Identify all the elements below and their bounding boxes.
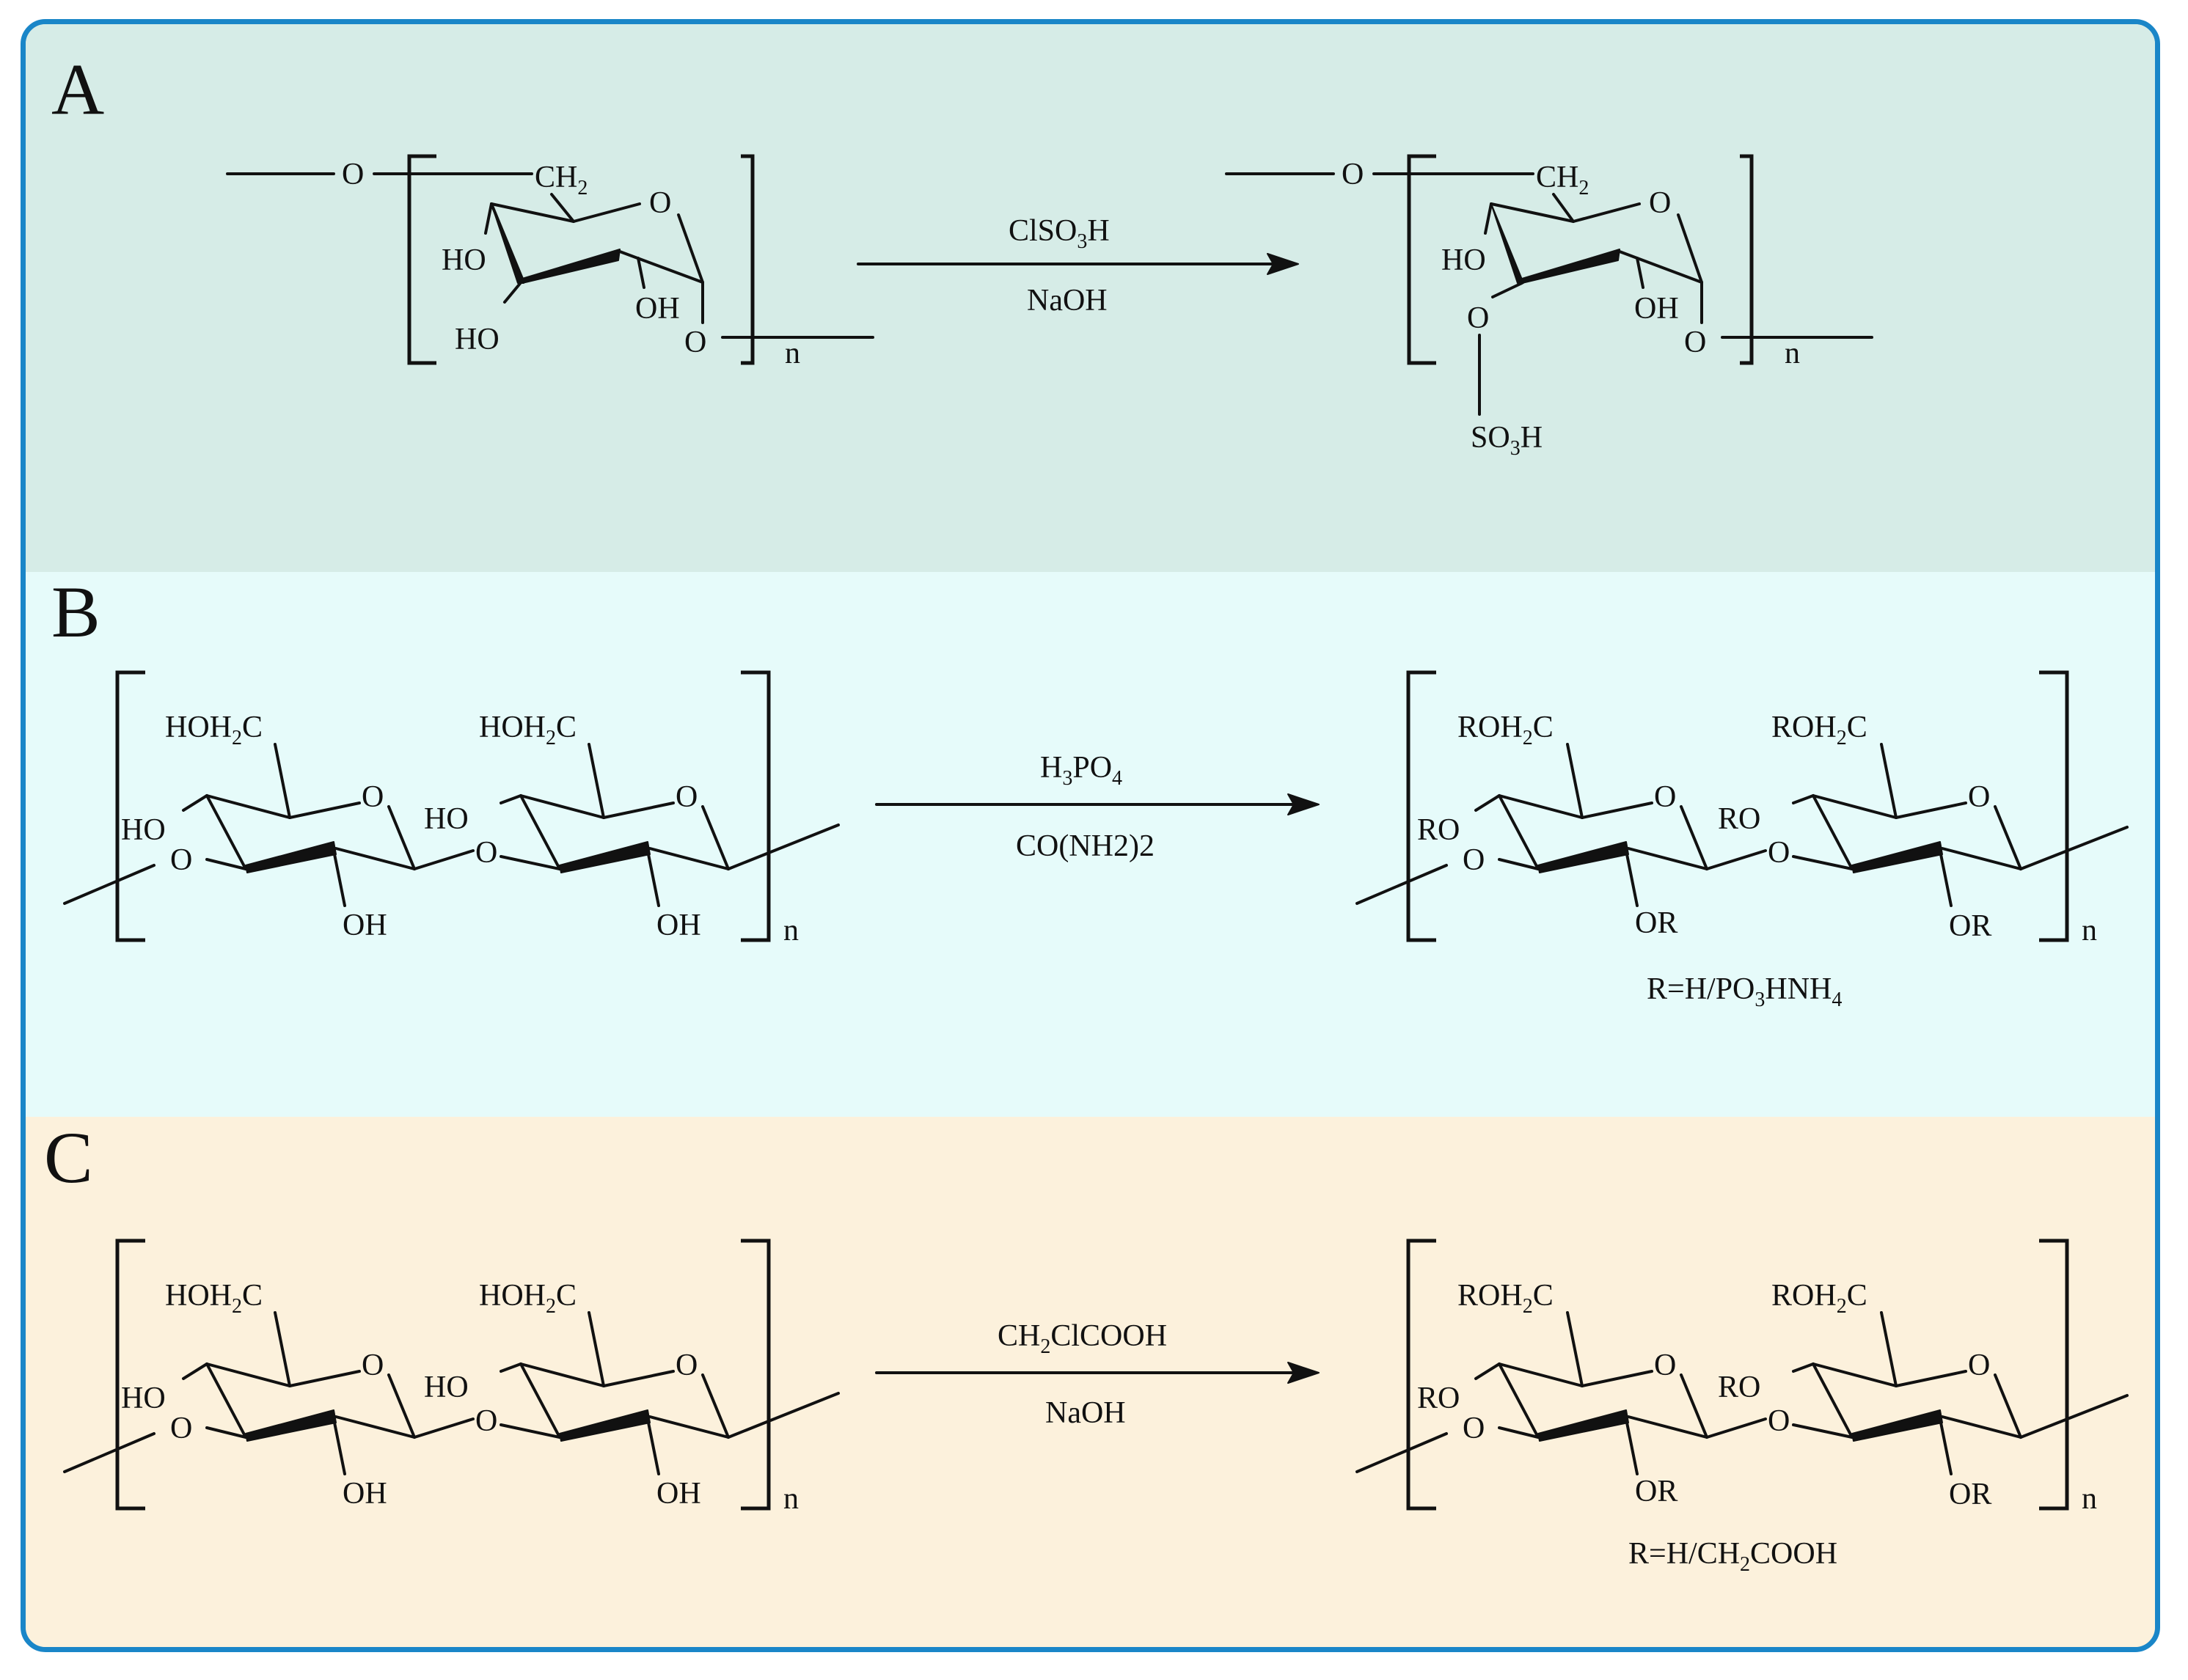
b-left-ring-2: HOH2C O HO OH [424, 711, 840, 942]
b-left-r1-link-o2: O [475, 836, 497, 870]
b-right-ring-2: ROH2C O RO OR [1718, 711, 2129, 943]
b-right-r1-ring-o: O [1654, 780, 1676, 814]
b-left-r1-c2: OH [343, 909, 387, 942]
b-right-r2-c2: OR [1949, 909, 1991, 943]
panel-b-letter: B [51, 571, 100, 653]
a-left-o-link: O [684, 326, 706, 359]
scheme-frame [21, 19, 2160, 1652]
panel-b-arrow [875, 793, 1320, 815]
b-left-n: n [783, 914, 799, 947]
a-left-ch2: CH2 [535, 161, 588, 199]
c-r-note: R=H/CH2COOH [1628, 1537, 1837, 1576]
b-right-r1-ch2: ROH2C [1457, 711, 1554, 749]
c-left-ring-1: HOH2C O HO O OH O [121, 1279, 497, 1511]
b-reagent-top: H3PO4 [1040, 751, 1122, 790]
b-right-r2-ring-o: O [1968, 780, 1990, 814]
a-right-o-c3: O [1467, 301, 1489, 335]
b-right-r1-link-o: O [1463, 843, 1485, 877]
panel-c-product: n [1355, 1239, 2097, 1516]
b-r-note: R=H/PO3HNH4 [1647, 972, 1842, 1011]
c-reagent-top: CH2ClCOOH [998, 1319, 1167, 1358]
c-left-r2-c2: OH [656, 1477, 701, 1511]
a-reagent-top: ClSO3H [1009, 214, 1110, 253]
c-right-r2-c2: OR [1949, 1478, 1991, 1511]
c-right-r1-link-o: O [1463, 1412, 1485, 1445]
c-right-ring-2: ROH2C O RO OR [1718, 1279, 2129, 1511]
b-right-r2-ch2: ROH2C [1771, 711, 1867, 749]
panel-a-reactant: O CH2 O HO HO OH O n [226, 154, 874, 370]
panel-c-background [26, 1117, 2155, 1647]
b-reagent-bottom: CO(NH2)2 [1016, 829, 1155, 863]
c-left-r1-ring-o: O [362, 1349, 384, 1382]
b-left-r2-c2: OH [656, 909, 701, 942]
c-left-ring-2: HOH2C O HO OH [424, 1279, 840, 1511]
b-left-r1-link-o: O [170, 843, 192, 877]
c-right-r2-ch2: ROH2C [1771, 1279, 1867, 1318]
c-right-ring-1: ROH2C O RO O OR O [1417, 1279, 1790, 1508]
panel-c-reactant: n [63, 1239, 799, 1516]
panel-c-arrow [875, 1362, 1320, 1384]
c-right-r2-c4: RO [1718, 1371, 1760, 1404]
a-right-ch2: CH2 [1536, 161, 1589, 199]
a-right-n: n [1785, 337, 1800, 370]
a-left-oh-c2: OH [635, 292, 680, 326]
b-right-ring-1: ROH2C O RO O OR O [1417, 711, 1790, 940]
b-left-ring-1: HOH2C O HO O OH O [121, 711, 497, 942]
panel-a-arrow [857, 253, 1299, 275]
a-left-ho-c4: HO [442, 243, 486, 277]
a-reagent-bottom: NaOH [1027, 284, 1108, 318]
c-left-r2-c4: HO [424, 1371, 469, 1404]
b-left-r2-c4: HO [424, 802, 469, 836]
b-left-r2-ring-o: O [676, 780, 698, 814]
a-left-o-left: O [342, 158, 364, 191]
b-right-r1-c2: OR [1635, 906, 1677, 940]
c-left-r1-c4: HO [121, 1382, 166, 1415]
b-left-r1-ch2: HOH2C [165, 711, 263, 749]
a-left-ho-c3: HO [455, 323, 500, 356]
c-left-r1-link-o2: O [475, 1404, 497, 1438]
b-right-r1-c4: RO [1417, 813, 1460, 847]
panel-b-reactant: n [63, 670, 799, 947]
a-right-o-link: O [1684, 326, 1706, 359]
a-right-o-left: O [1342, 158, 1364, 191]
c-reagent-bottom: NaOH [1045, 1396, 1126, 1430]
b-left-r1-c4: HO [121, 813, 166, 847]
c-right-n: n [2082, 1482, 2097, 1516]
c-right-r2-ring-o: O [1968, 1349, 1990, 1382]
b-right-r1-link-o2: O [1768, 836, 1790, 870]
a-right-ho-c4: HO [1441, 243, 1486, 277]
a-left-n: n [785, 337, 800, 370]
c-right-r1-link-o2: O [1768, 1404, 1790, 1438]
panel-a-product: O CH2 O HO O SO3H OH O n [1225, 154, 1873, 460]
panel-a-letter: A [51, 48, 104, 130]
b-right-n: n [2082, 914, 2097, 947]
c-left-r2-ch2: HOH2C [479, 1279, 577, 1318]
panel-c-letter: C [44, 1117, 93, 1198]
a-right-ring-o: O [1649, 186, 1671, 220]
c-right-r1-c2: OR [1635, 1475, 1677, 1508]
b-left-r1-ring-o: O [362, 780, 384, 814]
c-right-r1-ch2: ROH2C [1457, 1279, 1554, 1318]
c-left-r1-ch2: HOH2C [165, 1279, 263, 1318]
c-left-n: n [783, 1482, 799, 1516]
a-left-ring-o: O [649, 186, 671, 220]
c-left-r2-ring-o: O [676, 1349, 698, 1382]
b-left-r2-ch2: HOH2C [479, 711, 577, 749]
a-right-so3h: SO3H [1471, 421, 1543, 460]
c-left-r1-c2: OH [343, 1477, 387, 1511]
c-right-r1-ring-o: O [1654, 1349, 1676, 1382]
c-left-r1-link-o: O [170, 1412, 192, 1445]
panel-a-background [26, 24, 2155, 572]
c-right-r1-c4: RO [1417, 1382, 1460, 1415]
panel-b-background [26, 572, 2155, 1117]
panel-b-product: n [1355, 670, 2097, 947]
a-right-oh-c2: OH [1634, 292, 1679, 326]
b-right-r2-c4: RO [1718, 802, 1760, 836]
